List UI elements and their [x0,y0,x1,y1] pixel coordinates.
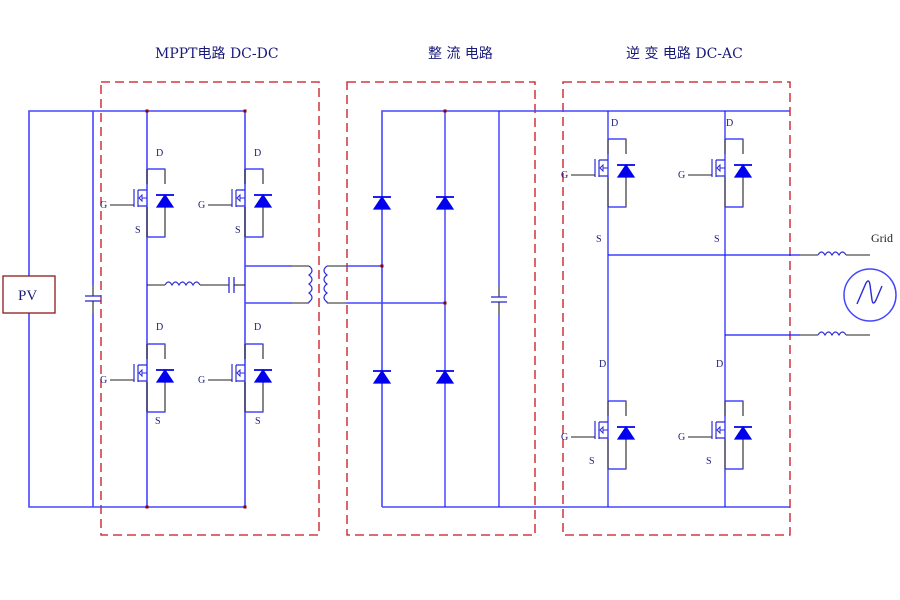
source-label: S [589,456,595,467]
grid-ac-source-icon [843,268,897,322]
junction-nodes [145,109,447,509]
gate-label: G [678,432,685,443]
gate-label: G [561,432,568,443]
drain-label: D [726,118,733,129]
drain-label: D [716,359,723,370]
body-diode-icon [155,368,175,383]
dcdc-switch-3: G D S [100,322,175,427]
source-label: S [235,225,241,236]
rectifier-section-box [346,81,536,536]
transformer-secondary [323,265,328,303]
inverter-section-box [562,81,791,536]
transformer [245,265,445,304]
drain-label: D [156,148,163,159]
body-diode-icon [616,425,636,440]
drain-label: D [254,322,261,333]
dc-link-capacitor [491,111,507,507]
source-label: S [596,234,602,245]
inverter-switch-4: G D S [678,359,753,470]
transformer-primary [308,265,313,303]
drain-label: D [156,322,163,333]
drain-label: D [254,148,261,159]
pv-box [2,275,56,314]
grid-inductor-bottom [817,331,847,337]
source-label: S [135,225,141,236]
body-diode-icon [733,163,753,178]
drain-label: D [611,118,618,129]
gate-label: G [100,200,107,211]
resonant-tank [147,277,245,293]
body-diode-icon [253,368,273,383]
grid-label: Grid [871,231,893,245]
gate-label: G [678,170,685,181]
sine-wave-icon [856,280,883,305]
dcdc-switch-2: G D S [198,148,273,238]
dcdc-switch-4: G D S [198,322,273,427]
gate-label: G [198,200,205,211]
source-label: S [255,416,261,427]
mppt-section-box [100,81,320,536]
series-inductor [164,281,201,287]
body-diode-icon [155,193,175,208]
rectifier-diode-2 [435,195,455,210]
inverter-switch-2: G D S [678,118,753,245]
rectifier-top-rail [381,110,790,507]
inverter-section-title: 逆 变 电路 DC-AC [626,46,743,62]
source-label: S [714,234,720,245]
gate-label: G [198,375,205,386]
grid-inductor-top [817,251,847,257]
body-diode-icon [616,163,636,178]
pv-source: PV [2,110,245,508]
mppt-section-title: MPPT电路 DC-DC [155,46,279,62]
gate-label: G [100,375,107,386]
body-diode-icon [253,193,273,208]
body-diode-icon [733,425,753,440]
gate-label: G [561,170,568,181]
inverter-switch-1: G D S [561,118,636,245]
rectifier-diode-1 [372,195,392,210]
rectifier-diode-3 [372,369,392,384]
rectifier-diode-4 [435,369,455,384]
inverter-switch-3: G D S [561,359,636,470]
dcdc-switch-1: G D S [100,148,175,238]
ac-output: Grid [608,231,897,337]
rectifier-section-title: 整 流 电路 [428,46,493,62]
mosfet-switches: G D S G D S G D S G D S G D S G D S G D S G D S [100,118,753,470]
input-capacitor [85,111,101,507]
pv-label: PV [18,288,37,304]
source-label: S [706,456,712,467]
drain-label: D [599,359,606,370]
source-label: S [155,416,161,427]
